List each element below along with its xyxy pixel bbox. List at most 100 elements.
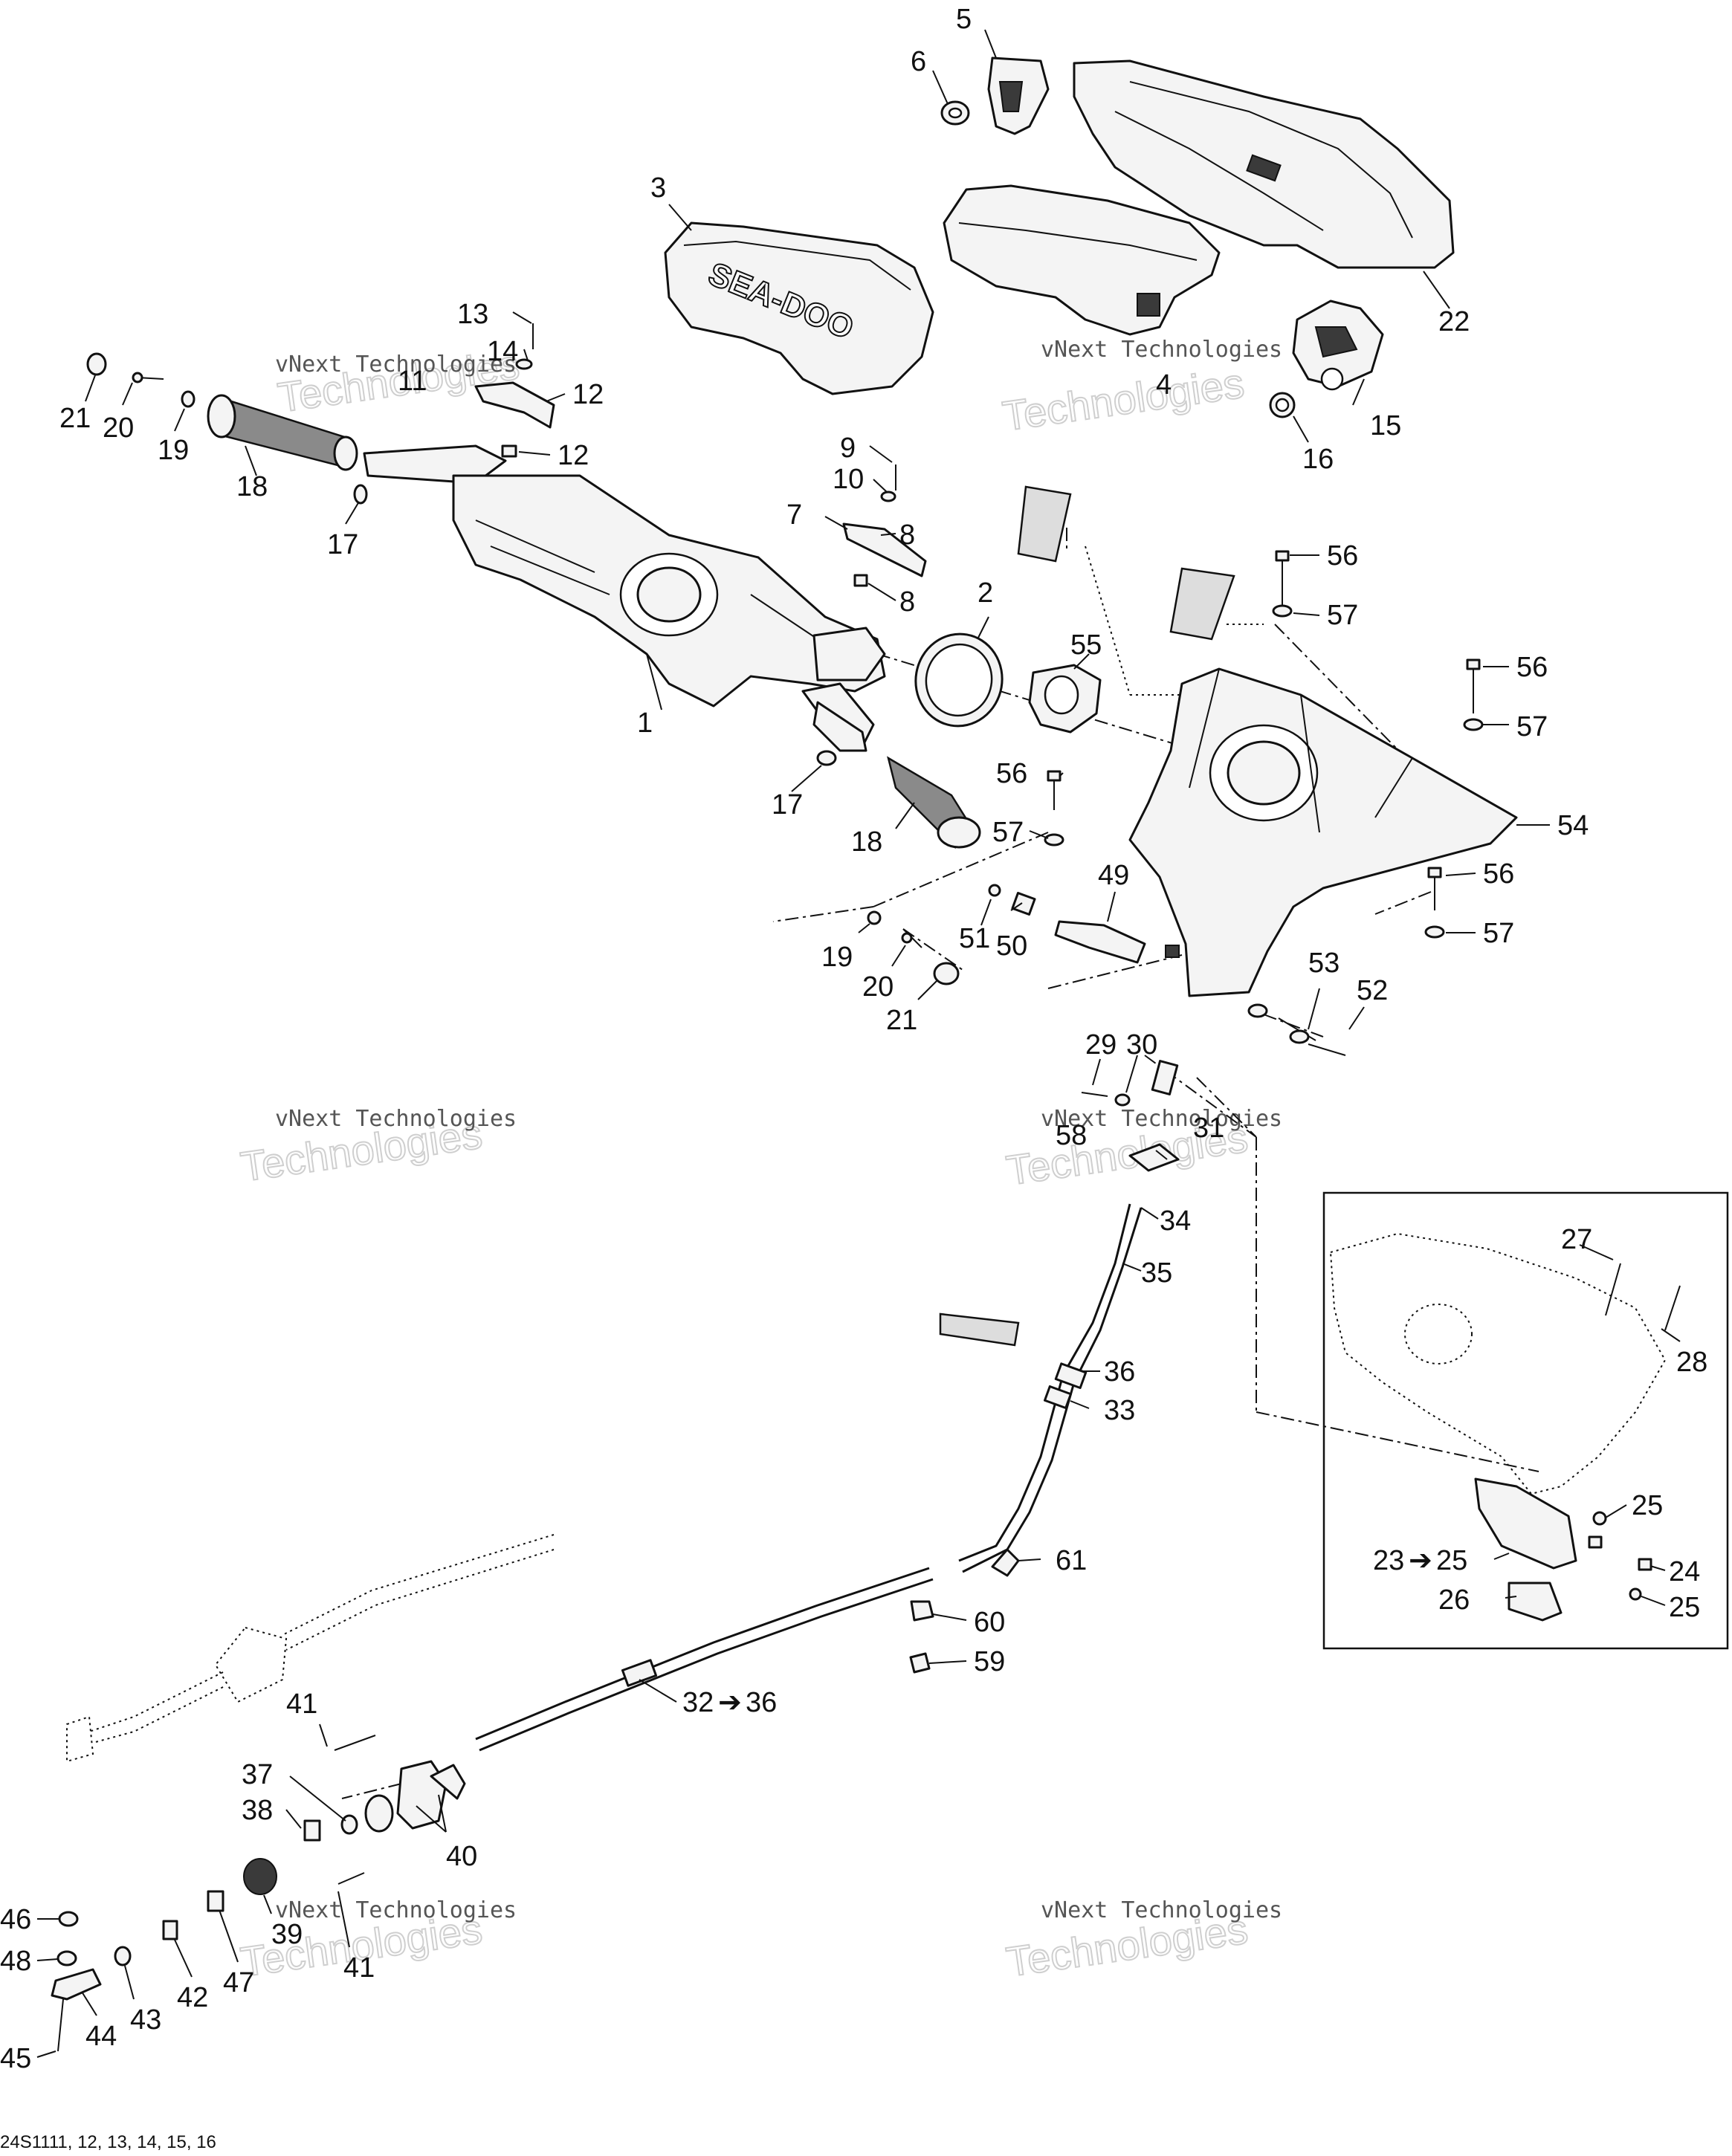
- label-33: 33: [1104, 1395, 1135, 1426]
- assembly-lines: [341, 528, 1539, 1799]
- label-23: 23: [1373, 1545, 1404, 1576]
- part-3-cover: SEA-DOO: [664, 221, 934, 395]
- label-35: 35: [1141, 1257, 1172, 1289]
- label-56b: 56: [1516, 652, 1548, 683]
- label-42: 42: [177, 1982, 208, 2013]
- label-46: 46: [0, 1904, 31, 1935]
- part-4-cover: [943, 184, 1221, 336]
- label-6: 6: [911, 46, 926, 77]
- label-14: 14: [487, 336, 518, 367]
- part-22-upper-cover: [1073, 59, 1455, 269]
- label-16: 16: [1302, 444, 1334, 475]
- label-45: 45: [0, 2043, 31, 2074]
- label-57c: 57: [992, 817, 1024, 848]
- label-26: 26: [1438, 1584, 1470, 1616]
- watermark-text: vNext Technologies: [1041, 1897, 1282, 1923]
- small-fasteners: [86, 323, 960, 985]
- label-7: 7: [786, 499, 802, 531]
- label-17a: 17: [327, 529, 358, 560]
- label-8a: 8: [899, 519, 915, 551]
- label-15: 15: [1370, 410, 1401, 441]
- label-11: 11: [398, 366, 427, 397]
- watermark-text: vNext Technologies: [275, 1106, 517, 1132]
- label-36: 36: [1104, 1356, 1135, 1388]
- label-leaders: [36, 29, 1681, 2058]
- label-28: 28: [1676, 1347, 1707, 1378]
- label-57b: 57: [1516, 711, 1548, 742]
- label-37: 37: [242, 1759, 273, 1790]
- label-29: 29: [1085, 1029, 1117, 1061]
- label-51: 51: [959, 923, 990, 954]
- label-13: 13: [457, 299, 488, 330]
- label-27: 27: [1561, 1224, 1592, 1255]
- label-38: 38: [242, 1795, 273, 1826]
- part-59-61-clips: [909, 1548, 1020, 1674]
- label-5: 5: [956, 4, 972, 35]
- dotted-grip-reference: [939, 485, 1235, 1347]
- label-12a: 12: [572, 379, 604, 410]
- label-24: 24: [1669, 1556, 1700, 1587]
- label-59: 59: [974, 1646, 1005, 1677]
- label-52: 52: [1357, 975, 1388, 1006]
- label-19b: 19: [821, 942, 853, 973]
- label-1: 1: [637, 708, 653, 739]
- part-55-retainer: [1028, 664, 1102, 734]
- label-20a: 20: [103, 412, 134, 444]
- label-44: 44: [85, 2021, 117, 2052]
- label-25b: 25: [1669, 1592, 1700, 1623]
- label-21a: 21: [59, 403, 91, 434]
- watermark-text: vNext Technologies: [275, 1897, 517, 1923]
- label-40: 40: [446, 1841, 477, 1872]
- label-32-to: 36: [746, 1687, 777, 1718]
- label-57a: 57: [1327, 600, 1358, 631]
- label-18a: 18: [236, 471, 268, 502]
- label-56c: 56: [996, 758, 1027, 789]
- label-56a: 56: [1327, 540, 1358, 572]
- inset-labels: 27 28 25 23 ➔ 25 24 26 25: [1373, 1224, 1707, 1623]
- part-15-end-cap: [1292, 300, 1384, 391]
- label-2: 2: [978, 577, 993, 609]
- label-30: 30: [1126, 1029, 1157, 1061]
- label-54: 54: [1557, 810, 1589, 841]
- label-19a: 19: [158, 435, 189, 466]
- label-4: 4: [1156, 369, 1172, 401]
- part-29-31-58: [1081, 1060, 1180, 1172]
- label-53: 53: [1308, 948, 1340, 979]
- label-8b: 8: [899, 586, 915, 618]
- label-43: 43: [130, 2004, 161, 2036]
- label-48: 48: [0, 1946, 31, 1977]
- part-16-ring: [1269, 392, 1296, 418]
- label-57d: 57: [1483, 918, 1514, 949]
- label-23-arrow: ➔: [1409, 1545, 1432, 1576]
- label-9: 9: [840, 433, 856, 464]
- label-47: 47: [223, 1967, 254, 1998]
- label-58: 58: [1056, 1120, 1087, 1151]
- reference-code: 24S1111, 12, 13, 14, 15, 16: [0, 2132, 216, 2152]
- watermark-text-large: Technologies: [1000, 360, 1247, 440]
- label-10: 10: [833, 464, 864, 495]
- label-34: 34: [1160, 1205, 1191, 1237]
- label-32-arrow: ➔: [718, 1687, 742, 1718]
- label-39: 39: [271, 1919, 303, 1950]
- part-18-right-grip: [887, 756, 981, 849]
- part-54-steering-support: [1128, 667, 1518, 997]
- label-21b: 21: [886, 1005, 917, 1036]
- label-12b: 12: [558, 440, 589, 471]
- label-17b: 17: [772, 789, 803, 820]
- part-number-labels: 5 6 3 22 4 15 16 13 14 11 12 12 21 20 19…: [0, 4, 1589, 2074]
- label-60: 60: [974, 1607, 1005, 1638]
- label-56d: 56: [1483, 858, 1514, 890]
- label-32: 32: [682, 1687, 714, 1718]
- steering-cable: [475, 1203, 1143, 1752]
- watermark: Technologies: [999, 359, 1247, 441]
- lower-cable-end-parts: [51, 1735, 466, 2052]
- part-18-left-grip: [207, 394, 358, 471]
- label-61: 61: [1056, 1545, 1087, 1576]
- part-2-ring: [914, 632, 1004, 728]
- detail-inset: [1322, 1191, 1729, 1650]
- label-49: 49: [1098, 860, 1129, 891]
- part-56-57-screws: [1044, 550, 1484, 939]
- dotted-drive-reference: [66, 1534, 555, 1763]
- label-41a: 41: [286, 1689, 317, 1720]
